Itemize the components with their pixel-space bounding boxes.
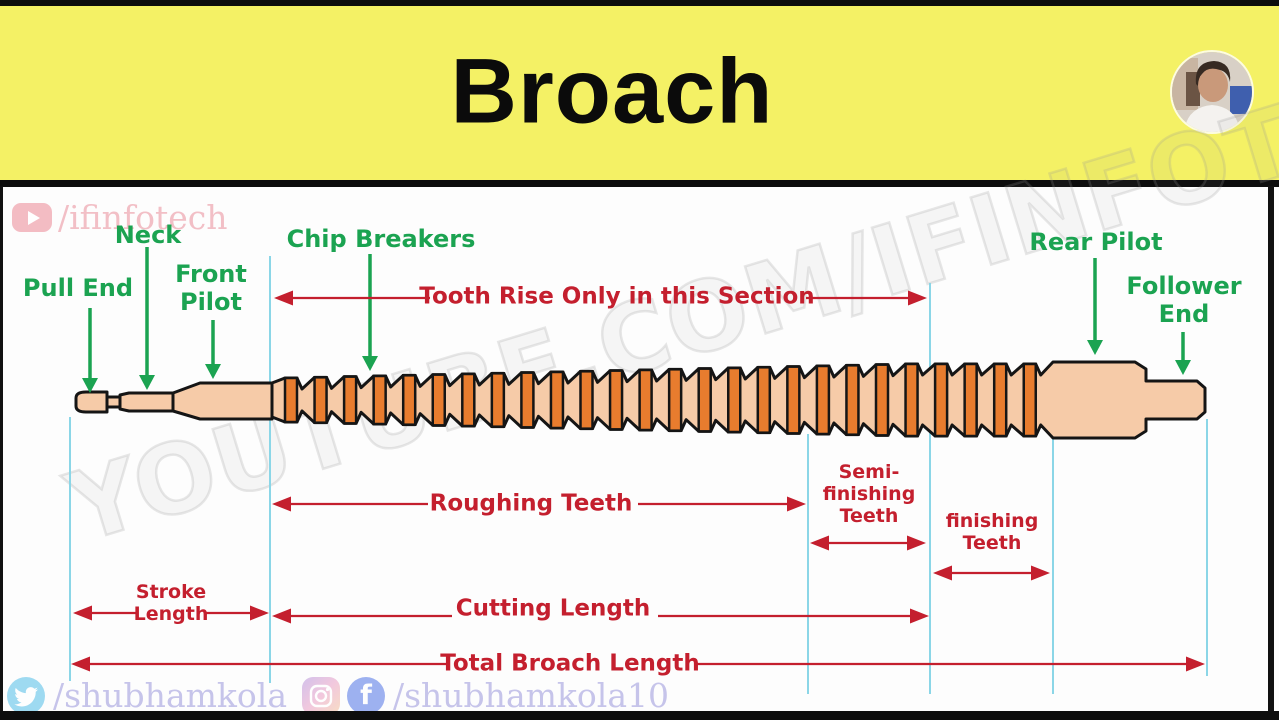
page-title: Broach [450,40,774,143]
twitter-watermark: /shubhamkola [7,676,287,715]
diagram-canvas [0,187,1279,711]
twitter-handle-text: /shubhamkola [53,676,287,715]
facebook-handle-text: /shubhamkola10 [393,676,669,715]
youtube-handle-text: /ifinfotech [58,198,228,237]
youtube-play-icon [12,203,52,232]
youtube-watermark: /ifinfotech [12,198,228,237]
instagram-icon [302,676,340,715]
header-divider [0,180,1279,187]
right-border [1268,186,1274,711]
channel-avatar [1172,52,1252,132]
twitter-icon [7,676,45,715]
instagram-facebook-watermark: f /shubhamkola10 [302,676,669,715]
title-banner [0,6,1279,180]
avatar-image [1172,52,1252,132]
top-border [0,0,1279,6]
left-border [0,186,3,711]
facebook-icon: f [347,676,385,715]
bottom-border [0,711,1279,720]
